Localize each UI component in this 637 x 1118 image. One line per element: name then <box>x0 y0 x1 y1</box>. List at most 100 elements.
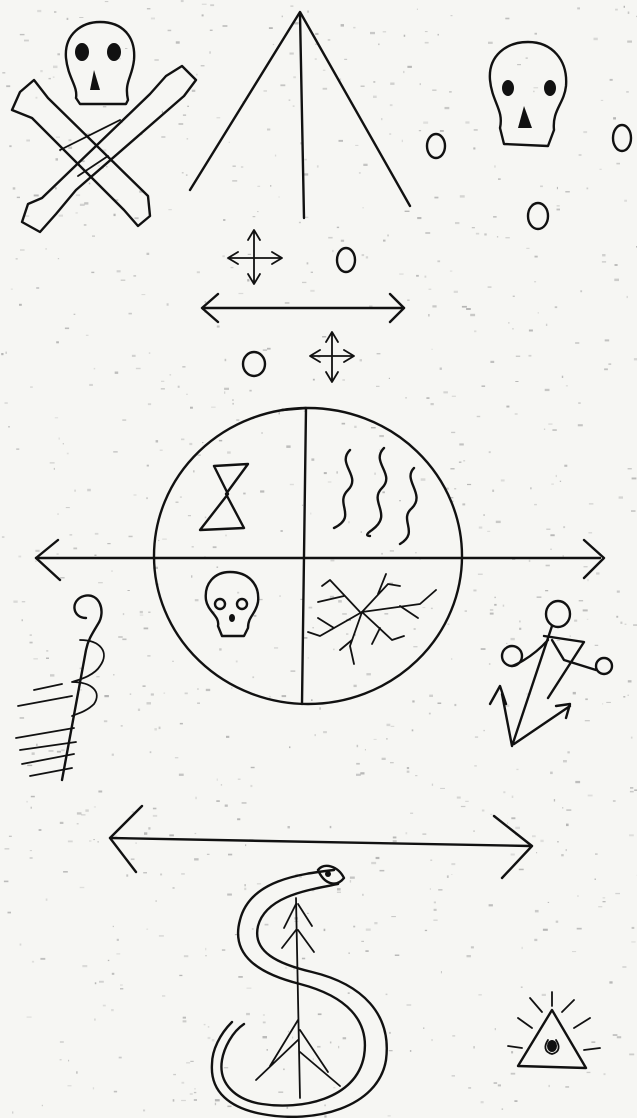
speckle <box>562 807 563 809</box>
speckle <box>602 261 606 262</box>
speckle <box>319 707 321 709</box>
speckle <box>511 854 515 856</box>
speckle <box>353 926 355 928</box>
speckle <box>337 227 339 228</box>
speckle <box>67 453 69 455</box>
speckle <box>181 439 184 441</box>
speckle <box>324 929 326 931</box>
speckle <box>315 58 317 60</box>
speckle <box>521 987 523 988</box>
speckle <box>609 981 612 983</box>
speckle <box>198 454 201 456</box>
skull-nose <box>229 614 235 622</box>
eye-pupil <box>547 1040 557 1052</box>
speckle <box>169 834 174 836</box>
speckle <box>526 58 528 59</box>
speckle <box>57 751 61 753</box>
speckle <box>27 1017 32 1018</box>
speckle <box>503 791 505 793</box>
speckle <box>574 620 577 622</box>
speckle <box>323 731 327 733</box>
speckle <box>323 88 328 90</box>
speckle <box>405 397 407 398</box>
skull-eye-left <box>502 80 514 96</box>
speckle <box>412 729 414 731</box>
speckle <box>384 613 388 615</box>
speckle <box>257 883 261 884</box>
speckle <box>407 66 412 68</box>
speckle <box>36 97 38 99</box>
speckle <box>140 615 144 616</box>
speckle <box>210 4 214 6</box>
speckle <box>162 995 165 997</box>
speckle <box>114 214 116 216</box>
speckle <box>194 858 199 860</box>
speckle <box>406 832 408 834</box>
speckle <box>498 178 501 179</box>
speckle <box>222 255 224 257</box>
speckle <box>114 1091 117 1093</box>
speckle <box>46 650 48 651</box>
speckle <box>331 560 335 562</box>
speckle <box>257 211 259 212</box>
speckle <box>615 264 618 266</box>
speckle <box>557 209 561 211</box>
skull-eye-right <box>544 80 556 96</box>
speckle <box>570 636 571 637</box>
speckle <box>143 872 147 873</box>
speckle <box>183 1020 187 1022</box>
speckle <box>376 386 380 387</box>
speckle <box>374 473 375 475</box>
speckle <box>129 313 132 315</box>
speckle <box>498 1084 501 1086</box>
speckle <box>515 414 518 415</box>
speckle <box>80 204 85 206</box>
speckle <box>619 496 623 498</box>
speckle <box>459 462 462 463</box>
speckle <box>27 765 32 766</box>
speckle <box>391 916 396 917</box>
speckle <box>545 389 550 391</box>
speckle <box>573 692 576 695</box>
speckle <box>147 702 152 704</box>
speckle <box>412 700 414 702</box>
speckle <box>330 596 334 598</box>
speckle <box>215 1099 220 1101</box>
speckle <box>202 14 204 16</box>
speckle <box>159 935 164 937</box>
speckle <box>182 1082 185 1084</box>
speckle <box>217 567 219 568</box>
speckle <box>154 728 157 730</box>
speckle <box>565 191 570 192</box>
speckle <box>490 613 494 615</box>
speckle <box>147 655 150 657</box>
speckle <box>585 698 588 700</box>
speckle <box>96 676 99 677</box>
speckle <box>602 254 605 256</box>
speckle <box>354 685 357 687</box>
speckle <box>601 100 603 101</box>
speckle <box>68 147 72 149</box>
speckle <box>180 723 183 725</box>
speckle <box>182 172 184 173</box>
speckle <box>566 849 568 851</box>
speckle <box>49 78 51 79</box>
speckle <box>454 291 458 293</box>
speckle <box>241 166 243 167</box>
speckle <box>132 355 136 357</box>
speckle <box>535 33 538 35</box>
speckle <box>534 939 537 941</box>
speckle <box>252 676 254 678</box>
speckle <box>221 784 222 785</box>
speckle <box>452 396 456 397</box>
speckle <box>387 235 389 237</box>
speckle <box>282 16 283 18</box>
speckle <box>425 276 427 278</box>
speckle <box>112 973 115 975</box>
speckle <box>181 1100 186 1101</box>
speckle <box>429 695 433 697</box>
speckle <box>348 953 350 954</box>
speckle <box>449 91 452 93</box>
speckle <box>6 85 10 87</box>
speckle <box>11 289 13 290</box>
